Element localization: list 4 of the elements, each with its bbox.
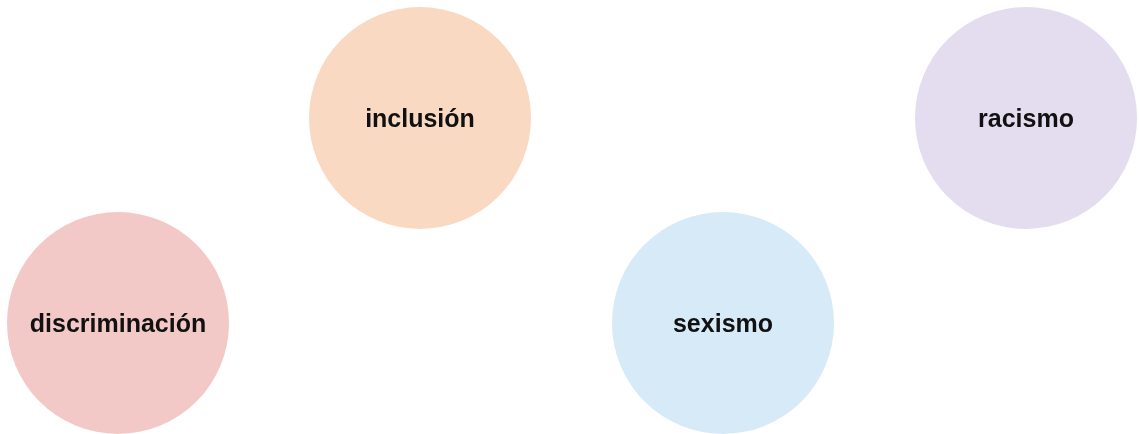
node-label: inclusión <box>365 103 475 133</box>
node-label: discriminación <box>29 308 207 338</box>
node-label: racismo <box>978 103 1074 133</box>
node-label: sexismo <box>672 308 774 338</box>
